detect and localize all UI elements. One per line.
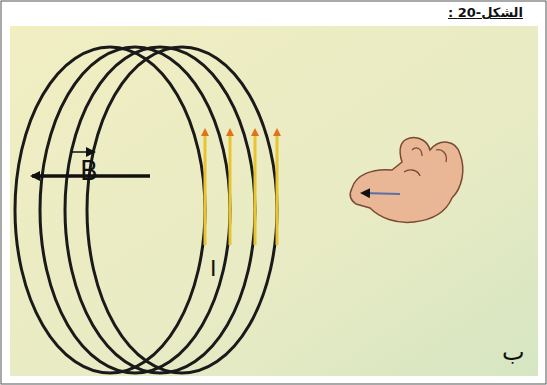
winding-loop [87, 47, 277, 373]
winding-loop [15, 47, 205, 373]
current-symbol: I [210, 258, 217, 280]
right-hand [350, 138, 462, 223]
current-arrow [276, 132, 279, 245]
photo-ground [10, 26, 538, 376]
winding-loop [65, 47, 255, 373]
current-arrow [254, 132, 257, 245]
field-symbol: B [80, 158, 98, 184]
figure-number: الشكل-20 : [448, 6, 523, 19]
current-arrow [204, 132, 207, 245]
vector-sign [72, 151, 94, 153]
coil-windings [15, 47, 277, 373]
winding-loop [40, 47, 230, 373]
current-arrow [229, 132, 232, 245]
subfigure-letter: ب [502, 340, 525, 364]
current-arrows [205, 132, 277, 245]
